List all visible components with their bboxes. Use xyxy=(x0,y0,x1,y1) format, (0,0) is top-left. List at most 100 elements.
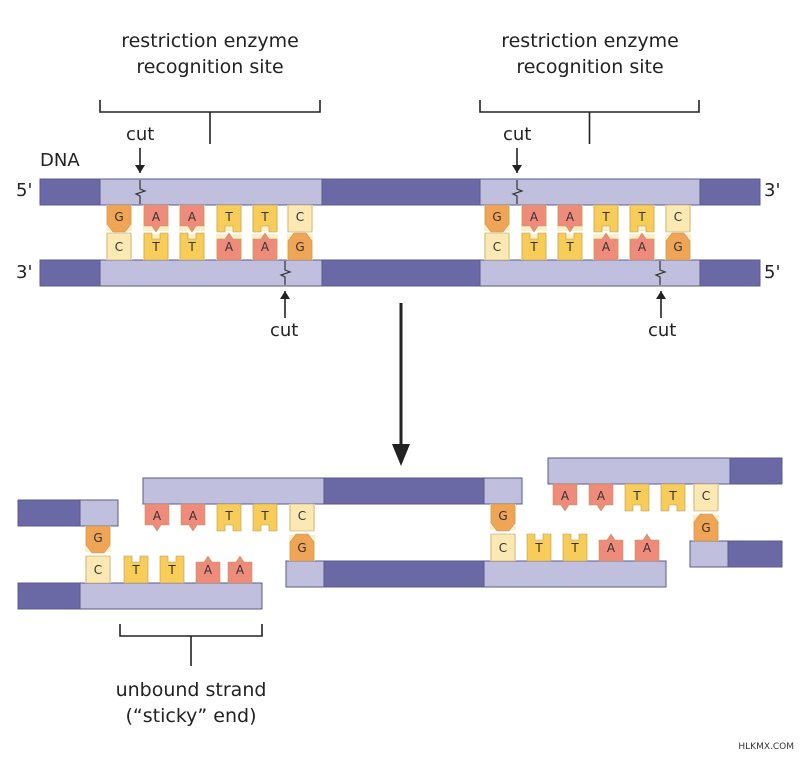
site1-top-base-5: T xyxy=(252,204,278,233)
site1-top-base-4-letter: T xyxy=(224,210,233,224)
site2-bottom-base-6-letter: G xyxy=(673,240,682,254)
frag2-top-base-1b-shape xyxy=(490,503,516,532)
site1-bottom-base-4-letter: A xyxy=(225,240,234,254)
frag1-bottom-dark xyxy=(17,582,81,610)
site-label-left-line2: recognition site xyxy=(136,56,284,78)
frag3-top-light xyxy=(547,457,731,485)
site1-bottom-base-1: C xyxy=(106,232,132,261)
cut-label-bottom-right: cut xyxy=(648,320,677,341)
site1-top-base-6: C xyxy=(287,204,313,233)
frag3-bottom-base-6: G xyxy=(693,513,719,542)
frag3-sticky-base-5: T xyxy=(660,483,686,512)
process-arrow-head xyxy=(392,444,410,466)
frag2-bottom-base-6-shape xyxy=(289,533,315,562)
site2-top-base-1-letter: G xyxy=(492,210,501,224)
frag2-sticky-bottom-base-4-letter: A xyxy=(607,541,616,555)
frag2-top-light-2 xyxy=(483,477,523,505)
frag1-top-dark xyxy=(17,499,81,527)
five-prime-bottom-right: 5' xyxy=(764,262,781,283)
frag2-sticky-bottom-base-2: T xyxy=(526,533,552,562)
site1-top-base-1-letter: G xyxy=(114,210,123,224)
frag2-sticky-bottom-base-3: T xyxy=(562,533,588,562)
site-label-right: restriction enzyme recognition site xyxy=(501,28,679,80)
site2-top-base-6-letter: C xyxy=(674,210,682,224)
site-label-left-line1: restriction enzyme xyxy=(121,30,299,52)
frag2-sticky-top-base-5: T xyxy=(252,503,278,532)
site1-top-base-2: A xyxy=(143,204,169,233)
site1-bottom-base-5: A xyxy=(252,232,278,261)
frag2-sticky-top-base-3-letter: A xyxy=(189,509,198,523)
frag3-bottom-base-6-shape xyxy=(693,513,719,542)
frag1-sticky-base-4-shape xyxy=(195,555,221,584)
cut-arrow-top-right xyxy=(512,148,522,173)
frag1-sticky-base-4-letter: A xyxy=(204,563,213,577)
frag3-bottom-dark xyxy=(727,540,783,568)
frag2-top-base-1b: G xyxy=(490,503,516,532)
sticky-end-label-line1: unbound strand xyxy=(115,679,267,701)
site-bracket-right xyxy=(479,100,700,144)
site1-bottom-base-2-shape xyxy=(143,232,169,261)
frag2-sticky-bottom-base-5-shape xyxy=(634,533,660,562)
site1-top-base-6-shape xyxy=(287,204,313,233)
frag1-sticky-base-2-shape xyxy=(123,555,149,584)
frag1-sticky-base-5-letter: A xyxy=(236,563,245,577)
frag3-sticky-base-4-shape xyxy=(624,483,650,512)
cut-arrow-bottom-right-head xyxy=(656,291,666,299)
site2-top-base-6: C xyxy=(665,204,691,233)
site1-top-base-3-letter: A xyxy=(188,210,197,224)
site2-bottom-base-6: G xyxy=(665,232,691,261)
site1-top-base-3: A xyxy=(179,204,205,233)
cut-arrow-top-left xyxy=(135,148,145,173)
frag3-sticky-base-5-letter: T xyxy=(668,489,677,503)
site2-top-base-5: T xyxy=(629,204,655,233)
site2-bottom-base-4-letter: A xyxy=(602,240,611,254)
site2-bottom-base-1-shape xyxy=(484,232,510,261)
frag1-bottom-light xyxy=(79,582,263,610)
cut-mark-top-right xyxy=(511,180,524,204)
frag3-top-base-6-letter: C xyxy=(702,489,710,503)
frag2-sticky-top-base-4: T xyxy=(216,503,242,532)
site1-top-base-2-letter: A xyxy=(152,210,161,224)
frag3-sticky-base-3: A xyxy=(588,483,614,512)
site2-top-base-2-shape xyxy=(521,204,547,233)
frag1-sticky-base-2-letter: T xyxy=(131,563,140,577)
frag2-sticky-bottom-base-4-shape xyxy=(598,533,624,562)
top-strand-site-2 xyxy=(479,178,701,206)
frag2-top-light-1 xyxy=(142,477,325,505)
site2-top-base-6-shape xyxy=(665,204,691,233)
site1-bottom-base-3-shape xyxy=(179,232,205,261)
site2-bottom-base-2-letter: T xyxy=(529,240,538,254)
three-prime-top-right: 3' xyxy=(764,180,781,201)
site2-top-base-5-letter: T xyxy=(637,210,646,224)
sticky-end-bracket-path xyxy=(119,624,263,666)
frag1-sticky-base-5-shape xyxy=(227,555,253,584)
cut-arrow-bottom-right xyxy=(656,291,666,318)
frag3-sticky-base-2-letter: A xyxy=(561,489,570,503)
frag2-bottom-base-1b: C xyxy=(490,533,516,562)
site1-bottom-base-3: T xyxy=(179,232,205,261)
watermark: HLKMX.COM xyxy=(738,742,794,752)
top-strand-right-dark xyxy=(699,178,761,206)
frag3-top-base-6-shape xyxy=(693,483,719,512)
frag1-sticky-base-4: A xyxy=(195,555,221,584)
bottom-strand-mid-dark xyxy=(321,259,481,287)
site-label-left: restriction enzyme recognition site xyxy=(121,28,299,80)
frag2-bottom-dark xyxy=(323,560,485,588)
cut-label-bottom-left: cut xyxy=(270,320,299,341)
frag2-sticky-top-base-4-letter: T xyxy=(224,509,233,523)
site2-bottom-base-5: A xyxy=(629,232,655,261)
site2-bottom-base-1: C xyxy=(484,232,510,261)
cut-arrow-bottom-left xyxy=(280,291,290,318)
frag3-sticky-base-2: A xyxy=(552,483,578,512)
sticky-end-label-line2: (“sticky” end) xyxy=(125,705,257,727)
frag3-sticky-base-5-shape xyxy=(660,483,686,512)
frag3-sticky-base-4: T xyxy=(624,483,650,512)
frag2-sticky-top-base-3-shape xyxy=(180,503,206,532)
site2-bottom-base-2-shape xyxy=(521,232,547,261)
site1-bottom-base-1-shape xyxy=(106,232,132,261)
frag2-sticky-bottom-base-2-shape xyxy=(526,533,552,562)
cut-mark-top-left xyxy=(134,180,147,204)
frag1-sticky-base-3-letter: T xyxy=(167,563,176,577)
